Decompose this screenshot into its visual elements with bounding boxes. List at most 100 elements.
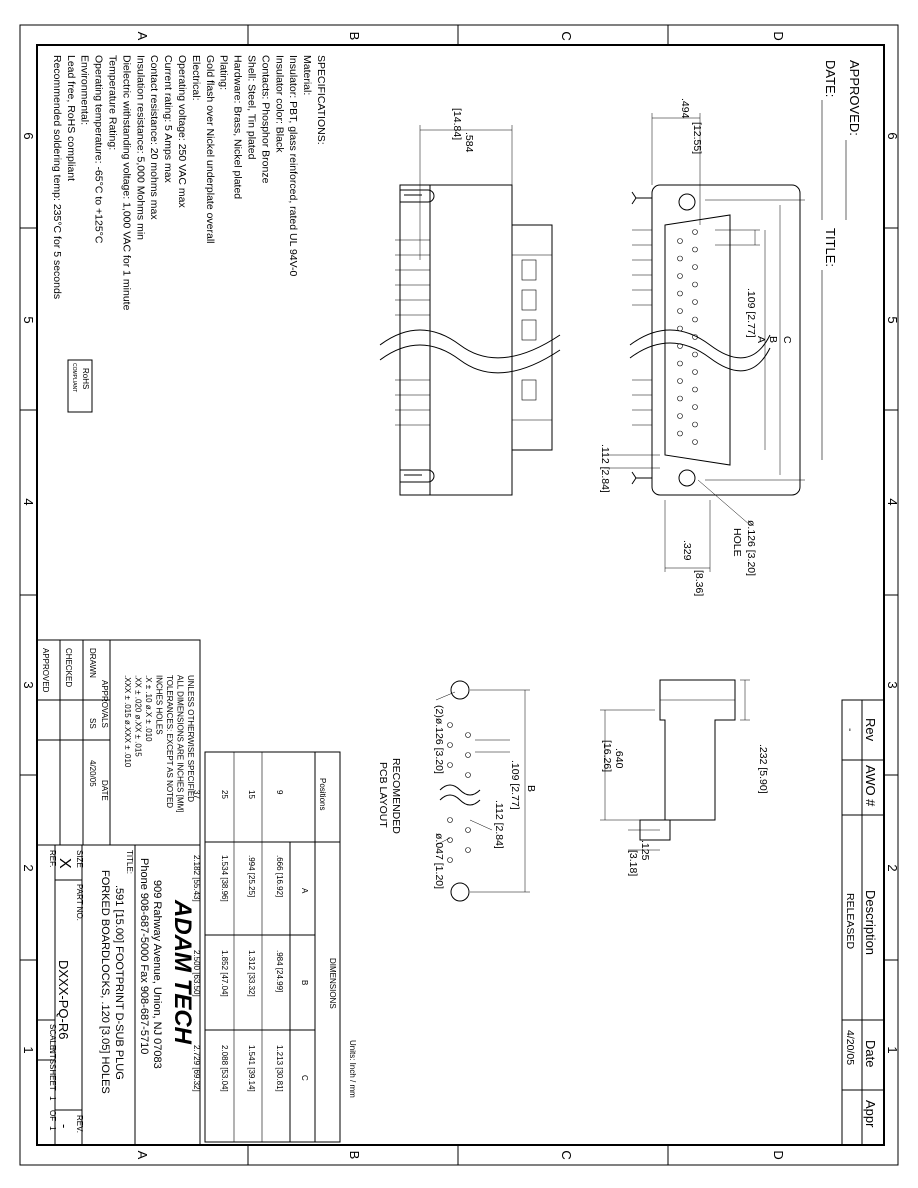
date-header: Date [863, 1040, 878, 1067]
inner-border [36, 44, 885, 1146]
pin [692, 369, 698, 375]
pin [692, 386, 698, 393]
spec-line: Dielectric withstanding voltage: 1,000 V… [120, 55, 132, 311]
units-label: Units: Inch / mm [348, 1040, 357, 1098]
spec-line: Hardware: Brass, Nickel plated [232, 55, 244, 199]
table-cell-b: 1.312 [33.32] [247, 950, 256, 997]
dim-hole-label: HOLE [731, 528, 743, 557]
zone-letter: A [135, 32, 150, 41]
zone-number: 4 [21, 498, 36, 505]
positions-header: Positions [318, 778, 327, 810]
spec-line: Electrical: [190, 55, 202, 101]
drawn-date: 4/20/05 [88, 760, 97, 787]
dim-spacing: .329 [681, 540, 693, 561]
dim-pitch: .109 [2.77] [745, 288, 757, 338]
table-cell-a: .994 [25.25] [247, 855, 256, 897]
pin [692, 439, 698, 445]
rev-value-block: - [57, 1124, 72, 1128]
pin [692, 264, 698, 270]
pin [677, 308, 683, 314]
pcb-dim-pitch: .109 [2.77] [509, 760, 521, 810]
spec-line: Contacts: Phosphor Bronze [259, 55, 271, 184]
tolerance-line: .X ± .10 ø.X ± .010 [144, 675, 153, 742]
table-cell-a: 2.182 [55.43] [192, 855, 201, 902]
zone-ticks [20, 25, 898, 1165]
zone-number: 6 [21, 132, 36, 139]
title-line2: FORKED BOARDLOCKS, .120 [3.05] HOLES [99, 870, 111, 1094]
title-line1: .591 [15.00] FOOTPRINT D-SUB PLUG [113, 885, 125, 1080]
date-label: DATE: [823, 60, 838, 97]
size-value: X [56, 858, 73, 869]
dim-c: C [781, 336, 793, 344]
date-col-header: DATE [100, 780, 109, 801]
ref-label: REF. [48, 850, 57, 867]
part-label: PART NO. [75, 884, 84, 921]
zone-number: 2 [21, 864, 36, 871]
spec-line: Shell: Steel, Tin plated [246, 55, 258, 160]
spec-line: Insulator color: Black [273, 55, 285, 153]
table-cell-a: 1.534 [38.96] [220, 855, 229, 902]
pin [677, 238, 683, 244]
approved-label-block: APPROVED [41, 648, 50, 693]
dim-depth: .584 [463, 132, 475, 153]
table-cell-c: 2.729 [69.32] [192, 1045, 201, 1092]
rev-value: - [844, 728, 856, 732]
part-value: DXXX-PQ-R6 [56, 960, 71, 1039]
pin [692, 229, 698, 235]
table-cell-b: 1.852 [47.04] [220, 950, 229, 997]
front-view: .494 [12.55] .109 [2.77] C B A .112 [2.8… [599, 98, 805, 596]
dim-side-height-mm: [16.26] [601, 740, 613, 772]
pcb-dim-b: B [525, 785, 537, 792]
table-cell-b: 2.500 [63.50] [192, 950, 201, 997]
rohs-text: RoHS [81, 368, 90, 389]
col-a-header: A [300, 888, 309, 894]
table-cell-pos: 37 [192, 790, 201, 799]
dim-tail: .125 [639, 840, 651, 861]
spec-line: Insulation resistance: 5,000 Mohms min [134, 55, 146, 240]
description-header: Description [863, 890, 878, 955]
drawn-by: SS [88, 718, 97, 729]
pin [692, 299, 698, 305]
awo-header: AWO # [863, 765, 878, 807]
pcb-holes [447, 722, 471, 863]
tolerance-line: UNLESS OTHERWISE SPECIFIED [186, 675, 195, 802]
dim-a: A [755, 336, 767, 343]
company-phone: Phone 908-687-5000 Fax 908-687-5710 [138, 858, 150, 1054]
appr-header: Appr [863, 1100, 878, 1128]
pin [677, 290, 683, 297]
col-c-header: C [300, 1075, 309, 1081]
spec-line: Gold flash over Nickel underplate overal… [204, 55, 216, 244]
dim-b: B [767, 336, 779, 343]
zone-number: 3 [885, 681, 900, 688]
pin-grid [677, 229, 698, 445]
dim-row: .112 [2.84] [599, 444, 611, 493]
tolerance-line: .XX ± .020 ø.XX ± .015 [134, 675, 143, 757]
specifications: SPECIFICATIONS:Material:Insulator: PBT, … [51, 55, 327, 311]
checked-label: CHECKED [64, 648, 73, 687]
title-block: ADAM TECH 909 Rahway Avenue, Union, NJ 0… [36, 844, 201, 1146]
tolerance-line: .XXX ± .015 ø.XXX ± .010 [123, 675, 132, 768]
rohs-compliant-text: COMPLIANT [71, 363, 77, 392]
date-value: 4/20/05 [844, 1030, 856, 1065]
drawn-label: DRAWN [88, 648, 97, 678]
pcb-hole [465, 827, 471, 833]
spec-line: Current rating: 5 Amps max [162, 55, 174, 184]
pcb-pin-hole: ø.047 [1.20] [433, 833, 445, 889]
zone-letter: B [347, 1151, 362, 1160]
spec-line: Contact resistance: 20 mohms max [148, 55, 160, 220]
dim-height-mm: [12.55] [691, 122, 703, 154]
dim-depth-mm: [14.84] [451, 108, 463, 140]
pcb-layout: B .109 [2.77] .112 [2.84] (2)ø.126 [3.20… [377, 680, 537, 902]
of-label: OF [48, 1110, 57, 1121]
table-cell-b: .984 [24.99] [275, 950, 284, 992]
approvals-header: APPROVALS [100, 680, 109, 728]
table-cell-c: 1.541 [39.14] [247, 1045, 256, 1092]
sheet-label: SHEET [48, 1064, 57, 1091]
company-address: 909 Rahway Avenue, Union, NJ 07083 [151, 880, 163, 1069]
pcb-hole [465, 732, 471, 738]
tolerance-line: ALL DIMENSIONS ARE INCHES [MM] [176, 675, 185, 813]
pcb-hole [447, 857, 453, 863]
pcb-hole [447, 817, 453, 823]
zone-letter: C [559, 1150, 574, 1159]
